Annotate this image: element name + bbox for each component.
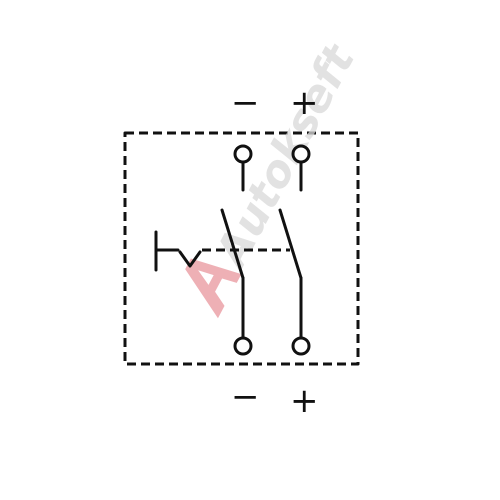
label-top-minus: − — [231, 83, 260, 123]
label-bottom-minus: − — [231, 377, 260, 417]
terminal-bottom-plus — [291, 336, 311, 356]
terminal-bottom-minus — [233, 336, 253, 356]
watermark-a-logo — [185, 258, 242, 319]
switch-blade-minus — [220, 208, 245, 280]
switch-blade-plus — [278, 208, 303, 280]
terminal-top-minus — [233, 144, 253, 164]
label-bottom-plus: + — [290, 381, 319, 421]
terminal-top-plus — [291, 144, 311, 164]
actuator-spring — [178, 250, 202, 268]
label-top-plus: + — [290, 83, 319, 123]
watermark-text: Autokseft — [205, 35, 366, 277]
watermark: Autokseft — [185, 35, 366, 319]
dashed-enclosure — [123, 131, 360, 366]
